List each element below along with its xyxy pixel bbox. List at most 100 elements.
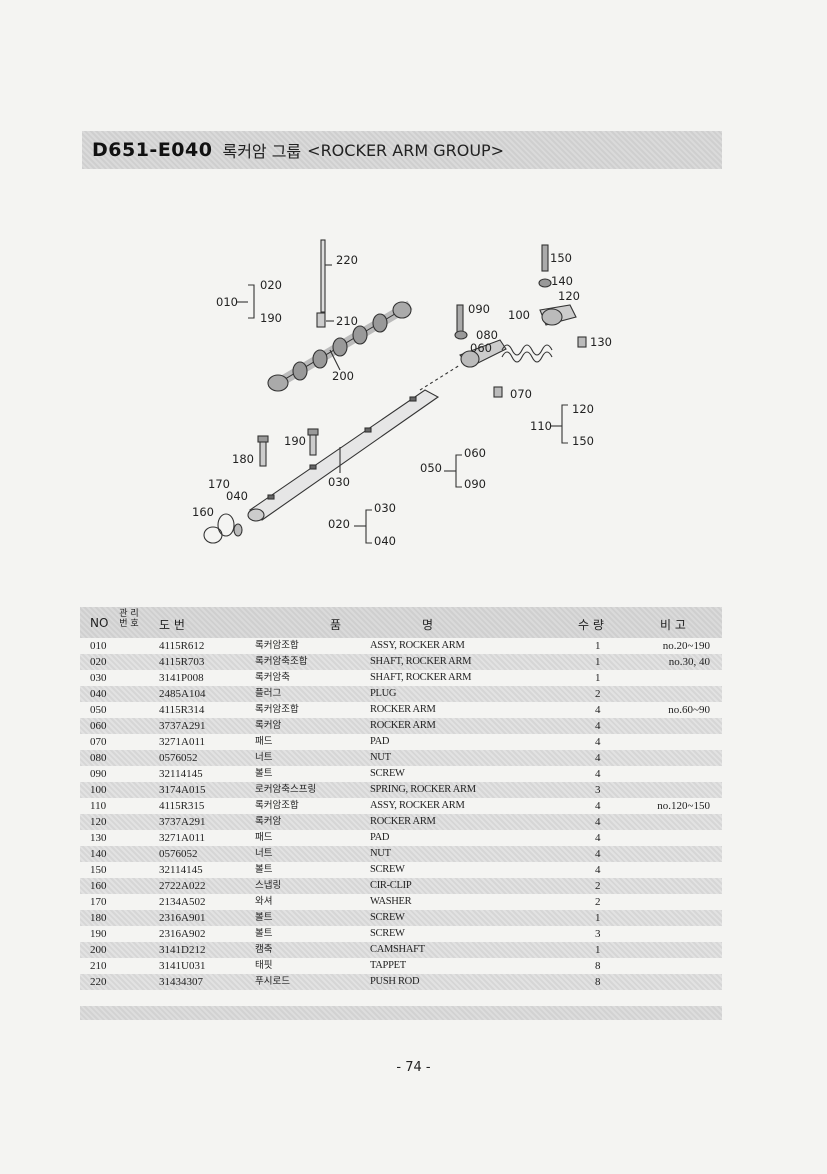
title-bar: D651-E040 록커암 그룹 <ROCKER ARM GROUP>: [82, 131, 722, 169]
cell-name-english: ROCKER ARM: [370, 720, 436, 731]
callout-050: 050: [420, 461, 442, 475]
cell-quantity: 3: [595, 784, 601, 796]
header-quantity: 수 량: [578, 618, 604, 632]
cell-drawing-no: 4115R315: [159, 800, 205, 812]
cell-name-english: SHAFT, ROCKER ARM: [370, 672, 472, 683]
cell-name-english: ASSY, ROCKER ARM: [370, 640, 465, 651]
cell-quantity: 4: [595, 752, 601, 764]
cell-no: 020: [90, 656, 107, 668]
cell-name-english: CIR-CLIP: [370, 880, 412, 891]
cell-name-korean: 록커암: [255, 720, 282, 731]
push-rod-drawing: [320, 239, 332, 313]
cell-drawing-no: 3174A015: [159, 784, 206, 796]
cell-name-korean: 태핏: [255, 960, 273, 971]
cell-drawing-no: 32114145: [159, 768, 203, 780]
cell-drawing-no: 0576052: [159, 752, 198, 764]
cell-no: 220: [90, 976, 107, 988]
cell-name-korean: 록커암조합: [255, 704, 299, 715]
callout-120: 120: [558, 289, 580, 303]
cell-drawing-no: 4115R703: [159, 656, 205, 668]
cell-quantity: 8: [595, 976, 601, 988]
cell-name-korean: 너트: [255, 848, 273, 859]
cell-no: 160: [90, 880, 107, 892]
callout-190: 190: [260, 311, 282, 325]
cell-name-english: PAD: [370, 832, 390, 843]
cell-drawing-no: 2722A022: [159, 880, 206, 892]
cell-quantity: 3: [595, 928, 601, 940]
cell-drawing-no: 2316A902: [159, 928, 206, 940]
cell-name-english: CAMSHAFT: [370, 944, 425, 955]
cell-drawing-no: 31434307: [159, 976, 203, 988]
cell-quantity: 4: [595, 736, 601, 748]
cell-name-english: SCREW: [370, 768, 405, 779]
page-number: - 74 -: [396, 1060, 431, 1075]
cell-remarks: no.20~190: [662, 640, 710, 652]
cell-no: 070: [90, 736, 107, 748]
group-title-english: <ROCKER ARM GROUP>: [307, 140, 505, 160]
cell-drawing-no: 3737A291: [159, 816, 206, 828]
callout-150: 150: [550, 251, 572, 265]
cell-name-korean: 패드: [255, 736, 273, 747]
cell-name-korean: 록커암축조합: [255, 656, 308, 667]
cell-quantity: 4: [595, 848, 601, 860]
cell-no: 170: [90, 896, 107, 908]
camshaft-drawing: [267, 300, 413, 392]
callout-060: 060: [470, 341, 492, 355]
cell-name-english: PAD: [370, 736, 390, 747]
cell-no: 200: [90, 944, 107, 956]
leader-lines: [236, 284, 568, 544]
cell-name-english: ASSY, ROCKER ARM: [370, 800, 465, 811]
cell-no: 080: [90, 752, 107, 764]
cell-name-korean: 볼트: [255, 928, 273, 939]
callout-130: 130: [590, 335, 612, 349]
callout-030b: 030: [374, 501, 396, 515]
cell-remarks: no.120~150: [657, 800, 710, 812]
header-remarks: 비 고: [660, 618, 686, 632]
group-code: D651-E040: [92, 139, 213, 161]
header-name-right: 명: [422, 618, 434, 632]
callout-160: 160: [192, 505, 214, 519]
cell-name-english: ROCKER ARM: [370, 816, 436, 827]
cell-quantity: 1: [595, 640, 601, 652]
callout-100: 100: [508, 308, 530, 322]
cell-no: 010: [90, 640, 107, 652]
callout-200: 200: [332, 369, 354, 383]
cell-remarks: no.60~90: [668, 704, 710, 716]
cell-name-korean: 록커암조합: [255, 640, 299, 651]
callout-170: 170: [208, 477, 230, 491]
table-footer-bar: [80, 1006, 722, 1020]
cell-no: 050: [90, 704, 107, 716]
cell-drawing-no: 3141U031: [159, 960, 206, 972]
cell-name-korean: 로커암축스프링: [255, 784, 317, 795]
cell-drawing-no: 0576052: [159, 848, 198, 860]
callout-220: 220: [336, 253, 358, 267]
cell-quantity: 4: [595, 800, 601, 812]
cell-name-english: TAPPET: [370, 960, 406, 971]
callout-120b: 120: [572, 402, 594, 416]
cell-quantity: 4: [595, 832, 601, 844]
cell-drawing-no: 4115R314: [159, 704, 205, 716]
header-drawing-no: 도 번: [159, 618, 185, 632]
callout-030: 030: [328, 475, 350, 489]
cell-quantity: 4: [595, 704, 601, 716]
callout-060b: 060: [464, 446, 486, 460]
cell-quantity: 2: [595, 896, 601, 908]
cell-no: 140: [90, 848, 107, 860]
cell-quantity: 2: [595, 688, 601, 700]
cell-name-english: WASHER: [370, 896, 412, 907]
cell-no: 040: [90, 688, 107, 700]
header-name-left: 품: [330, 618, 342, 632]
cell-no: 130: [90, 832, 107, 844]
